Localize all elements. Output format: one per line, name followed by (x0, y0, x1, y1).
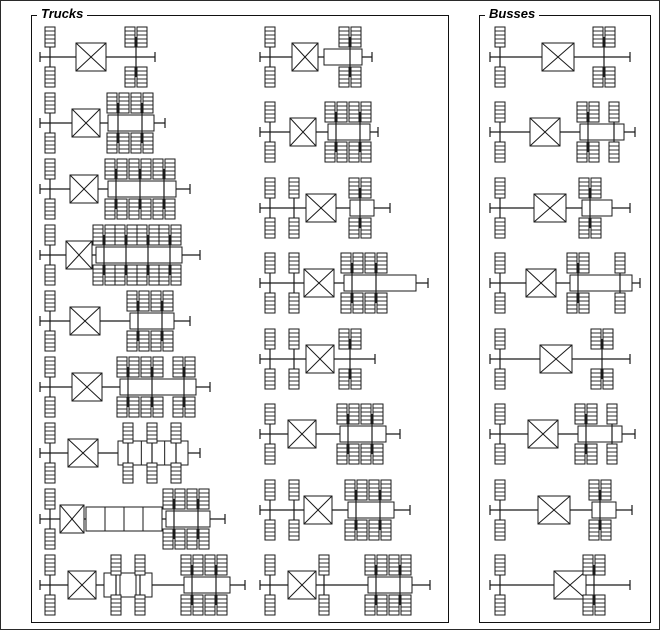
vehicle-schematic-svg (39, 26, 156, 88)
busses-column (486, 26, 646, 616)
vehicle-schematic-svg (489, 554, 631, 616)
vehicle-schematic (486, 328, 646, 390)
trucks-panel: Trucks (31, 6, 449, 623)
vehicle-schematic (36, 158, 248, 220)
vehicle-schematic-svg (39, 158, 191, 220)
vehicle-schematic (486, 177, 646, 239)
vehicle-schematic-svg (259, 403, 401, 465)
vehicle-schematic-svg (39, 554, 246, 616)
vehicle-schematic-svg (259, 479, 411, 541)
vehicle-schematic (36, 26, 248, 88)
vehicle-schematic (36, 554, 248, 616)
vehicle-schematic (256, 403, 446, 465)
vehicle-schematic (256, 177, 446, 239)
vehicle-schematic-svg (39, 422, 201, 484)
vehicle-schematic (36, 422, 248, 484)
vehicle-schematic-svg (489, 328, 631, 390)
vehicle-schematic-svg (489, 403, 636, 465)
vehicle-schematic (36, 488, 248, 550)
vehicle-schematic-svg (489, 479, 633, 541)
vehicle-schematic-svg (259, 101, 379, 163)
vehicle-schematic (36, 224, 248, 286)
busses-panel: Busses (479, 6, 651, 623)
vehicle-schematic (36, 92, 248, 154)
vehicle-schematic (486, 252, 646, 314)
vehicle-schematic-svg (39, 290, 191, 352)
vehicle-schematic-svg (259, 554, 431, 616)
vehicle-schematic (36, 290, 248, 352)
vehicle-schematic (486, 403, 646, 465)
vehicle-schematic-svg (39, 488, 226, 550)
vehicle-schematic (486, 479, 646, 541)
vehicle-schematic-svg (489, 177, 631, 239)
vehicle-schematic-svg (259, 252, 429, 314)
trucks-column-1 (36, 26, 248, 616)
vehicle-schematic-svg (39, 356, 211, 418)
vehicle-schematic-svg (489, 252, 641, 314)
vehicle-schematic-svg (489, 26, 631, 88)
vehicle-schematic (486, 554, 646, 616)
vehicle-schematic-svg (39, 224, 201, 286)
trucks-panel-title: Trucks (37, 6, 88, 22)
vehicle-schematic-svg (39, 92, 166, 154)
vehicle-schematic-svg (259, 177, 391, 239)
busses-panel-title: Busses (485, 6, 540, 22)
vehicle-schematic-svg (259, 26, 373, 88)
vehicle-schematic (256, 252, 446, 314)
vehicle-schematic (36, 356, 248, 418)
vehicle-schematic (256, 101, 446, 163)
vehicle-schematic (256, 479, 446, 541)
vehicle-schematic-svg (259, 328, 376, 390)
vehicle-schematic-svg (489, 101, 636, 163)
vehicle-schematic (486, 101, 646, 163)
trucks-column-2 (256, 26, 446, 616)
vehicle-schematic (256, 26, 446, 88)
vehicle-schematic (486, 26, 646, 88)
vehicle-schematic (256, 554, 446, 616)
vehicle-schematic (256, 328, 446, 390)
